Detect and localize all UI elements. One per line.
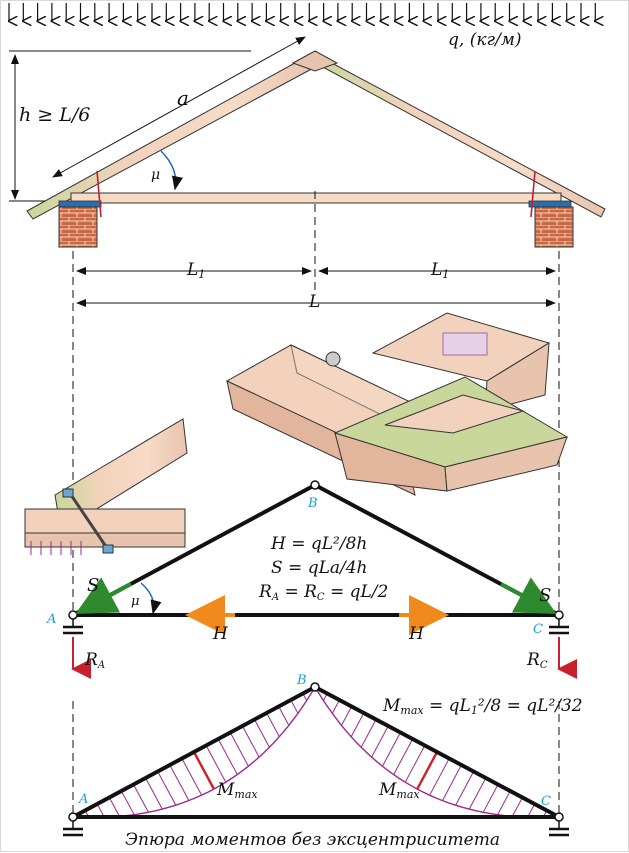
moment-hatch [360,719,377,748]
node-b [310,480,320,490]
angle-label: μ [151,167,160,183]
formula-h: H = qL²/8h [270,534,367,554]
moment-hatch [241,725,260,758]
moment-caption: Эпюра моментов без эксцентриситета [125,830,500,850]
mmax-formula: Mmax = qL1²/8 = qL²/32 [382,696,583,717]
moment-hatch [381,732,401,767]
moment-hatch [169,764,190,801]
support-joint-detail [24,418,188,555]
node-a [68,610,78,620]
moment-hatch [290,699,299,714]
truss-point-b: B [307,496,318,511]
mmax-left-label: Mmax [216,780,258,801]
right-brick-wall [534,206,574,248]
dim-half-right: L1 [430,260,449,281]
load-label: q, (кг/м) [448,30,522,50]
moment-diagram [63,682,569,837]
distributed-load-arrows [9,3,595,21]
height-label: h ≥ L/6 [19,104,90,126]
moment-hatch [429,758,450,796]
moment-point-b: B [296,673,307,688]
moment-hatch [120,790,135,815]
label-s-right: S [539,585,551,606]
moment-hatch [371,725,389,758]
moment-hatch [254,719,270,748]
roof-rafters [26,50,606,220]
ridge-joint [291,50,339,72]
node-c [554,610,564,620]
ridge-connection-detail [225,312,569,496]
moment-hatch [278,706,290,726]
dim-span: L [308,292,320,312]
force-s-right [500,577,557,614]
moment-hatch [181,758,203,796]
mmax-ordinate [416,751,439,790]
truss-angle-arc [140,582,162,615]
moment-hatch [145,777,163,810]
moment-hatch [266,712,280,737]
truss-point-a: A [46,612,56,627]
moment-hatch [482,784,499,813]
truss-statics [63,480,577,679]
formula-s: S = qLa/4h [271,558,368,578]
moment-hatch [229,732,249,767]
truss-point-c: C [533,622,543,637]
label-rc: RC [526,650,548,671]
tie-beam [70,192,562,204]
moment-hatch [217,738,238,775]
moment-hatch [341,706,353,726]
label-h-left: H [212,624,229,644]
force-s-left [75,577,132,614]
mmax-ordinate [192,751,215,790]
height-dimension [9,50,251,202]
moment-hatch [205,745,227,783]
moment-hatch [350,712,365,737]
left-brick-wall [58,206,98,248]
moment-hatch [468,777,487,810]
moment-hatch [393,738,414,775]
formula-reactions: RA = RC = qL/2 [258,582,388,603]
slope-label: a [177,86,189,110]
moment-hatch [404,745,426,783]
moment-hatch [497,790,511,815]
mmax-right-label: Mmax [378,780,420,801]
label-mu-truss: μ [131,594,139,609]
moment-hatch [157,771,177,806]
moment-hatch [441,764,462,801]
slope-dimension [52,36,306,178]
moment-hatch [133,784,149,813]
dim-half-left: L1 [186,260,205,281]
moment-hatch [511,797,523,817]
moment-hatch [455,771,475,806]
label-s-left: S [87,575,99,596]
moment-hatch [108,797,120,817]
label-ra: RA [84,650,105,671]
angle-arc [160,150,183,191]
label-h-right: H [408,624,425,644]
moment-hatch [331,699,340,714]
moment-point-c: C [541,794,551,809]
moment-point-a: A [78,792,88,807]
